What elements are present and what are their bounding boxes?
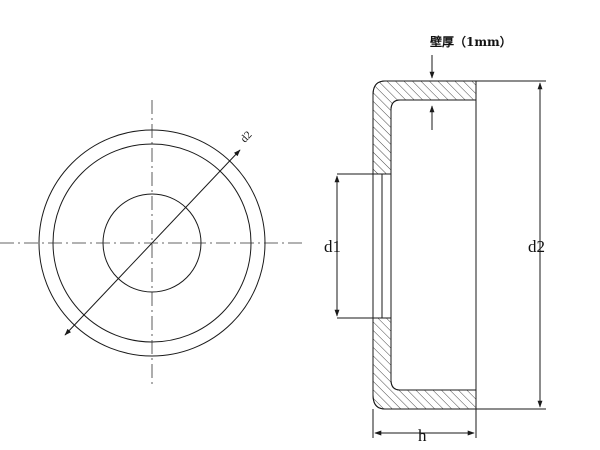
section-outline bbox=[372, 80, 476, 410]
d1-label: d1 bbox=[324, 237, 341, 256]
wall-thickness-label: 壁厚（1mm） bbox=[430, 34, 512, 49]
section-wall-hatch bbox=[372, 80, 477, 410]
side-section-view: d1 d2 h 壁厚（1mm） bbox=[324, 34, 546, 445]
cavity-outline bbox=[390, 99, 476, 391]
front-view: d2 bbox=[0, 100, 304, 388]
h-label: h bbox=[418, 426, 427, 445]
d2-side-label: d2 bbox=[528, 237, 545, 256]
d2-diameter-dimension-line bbox=[64, 149, 241, 336]
d2-front-label: d2 bbox=[238, 129, 254, 145]
